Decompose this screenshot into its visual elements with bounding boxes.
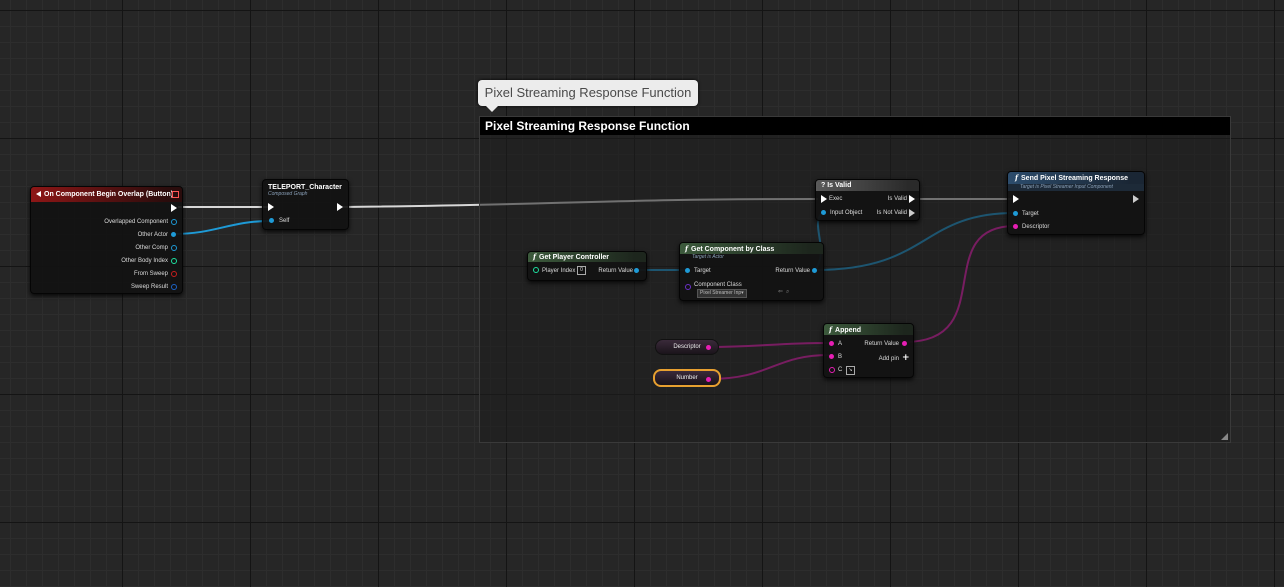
append-return-pin[interactable] [902,341,907,346]
pin-other-actor[interactable] [171,232,176,237]
append-c-label: C [838,367,843,373]
is-valid-exec-label: Exec [829,196,843,202]
is-valid-out-label: Is Valid [887,196,907,202]
get-comp-return-label: Return Value [775,268,810,274]
comment-bubble[interactable]: Pixel Streaming Response Function [478,80,698,112]
event-exec-out-pin[interactable] [171,204,177,212]
send-node-title: Send Pixel Streaming Response [1021,175,1128,182]
get-pc-title: Get Player Controller [539,254,610,261]
player-index-input[interactable]: 0 [577,266,587,275]
descriptor-variable-label: Descriptor [673,344,701,350]
send-target-pin[interactable] [1013,211,1018,216]
teleport-self-pin[interactable] [269,218,274,223]
event-node[interactable]: On Component Begin Overlap (Button) Over… [30,186,183,294]
function-icon: f [829,325,833,334]
is-valid-input-pin[interactable] [821,210,826,215]
function-icon: f [685,244,689,253]
pin-sweep-result[interactable] [171,284,177,290]
function-icon: f [533,252,537,261]
is-valid-input-label: Input Object [830,210,863,216]
append-a-label: A [838,341,843,347]
get-comp-return-pin[interactable] [812,268,817,273]
add-pin-icon[interactable]: + [902,353,910,363]
object-wire-otheractor-self [173,220,271,235]
number-out-pin[interactable] [706,377,711,382]
teleport-character-node[interactable]: TELEPORT_Character Composed Graph Self [262,179,349,230]
component-class-label: Component Class [694,282,742,288]
get-comp-subtitle: Target is Actor [692,254,724,260]
pin-other-body-index[interactable] [171,258,177,264]
append-return-label: Return Value [864,341,899,347]
pin-overlapped-component[interactable] [171,219,177,225]
pin-other-comp[interactable] [171,245,177,251]
is-valid-out-pin[interactable] [909,195,915,203]
delegate-pin-icon[interactable] [172,191,179,198]
player-index-row: Player Index 0 [542,266,587,276]
get-pc-return-label: Return Value [598,268,633,274]
pin-label-overlapped-component: Overlapped Component [104,219,168,225]
teleport-exec-out-pin[interactable] [337,203,343,211]
comment-title: Pixel Streaming Response Function [480,117,1230,135]
is-not-valid-out-pin[interactable] [909,209,915,217]
append-b-label: B [838,354,843,360]
browse-icon[interactable]: ⇐ [778,288,784,295]
get-comp-target-pin[interactable] [685,268,690,273]
append-title: Append [835,327,862,334]
pin-label-from-sweep: From Sweep [133,271,168,277]
get-comp-title: Get Component by Class [691,246,775,253]
descriptor-out-pin[interactable] [706,345,711,350]
send-node-subtitle: Target is Pixel Streamer Input Component [1008,184,1144,191]
append-c-pin[interactable] [829,367,835,373]
send-exec-out-pin[interactable] [1133,195,1139,203]
descriptor-variable-node[interactable]: Descriptor [655,339,719,355]
append-a-pin[interactable] [829,341,834,346]
is-valid-header: ? Is Valid [816,180,919,191]
event-icon [36,191,41,198]
search-icon[interactable]: ⌕ [786,288,790,295]
component-class-select[interactable]: Pixel Streamer Inp▾ [697,289,747,298]
player-index-pin[interactable] [533,267,539,273]
send-target-label: Target [1022,211,1039,217]
player-index-label: Player Index [542,268,576,275]
send-exec-in-pin[interactable] [1013,195,1019,203]
is-valid-node[interactable]: ? Is Valid Exec Is Valid Input Object Is… [815,179,920,221]
component-class-pin[interactable] [685,284,691,290]
append-b-pin[interactable] [829,354,834,359]
append-add-pin-label[interactable]: Add pin [878,356,899,362]
pin-label-sweep-result: Sweep Result [130,284,168,290]
pin-label-other-body-index: Other Body Index [121,258,168,264]
teleport-node-header: TELEPORT_Character [263,180,348,195]
pin-label-other-actor: Other Actor [137,232,168,238]
get-comp-target-label: Target [694,268,711,274]
function-icon: f [1015,173,1019,182]
is-valid-exec-in-pin[interactable] [821,195,827,203]
resize-grip-icon[interactable] [1221,433,1228,440]
pin-from-sweep[interactable] [171,271,177,277]
teleport-node-subtitle: Composed Graph [268,191,308,197]
send-descriptor-pin[interactable] [1013,224,1018,229]
number-variable-label: Number [676,375,698,381]
teleport-exec-in-pin[interactable] [268,203,274,211]
event-node-title: On Component Begin Overlap (Button) [44,191,174,198]
append-c-input[interactable]: ↘ [846,366,855,375]
pin-label-other-comp: Other Comp [135,245,168,251]
teleport-self-label: Self [279,218,290,224]
number-variable-node[interactable]: Number [653,369,721,387]
comment-box[interactable]: Pixel Streaming Response Function [479,116,1231,443]
event-node-header: On Component Begin Overlap (Button) [31,187,182,202]
is-not-valid-label: Is Not Valid [876,210,907,216]
is-valid-title: ? Is Valid [821,182,852,189]
send-descriptor-label: Descriptor [1022,224,1050,230]
get-pc-return-pin[interactable] [634,268,639,273]
teleport-node-title: TELEPORT_Character [268,184,342,191]
